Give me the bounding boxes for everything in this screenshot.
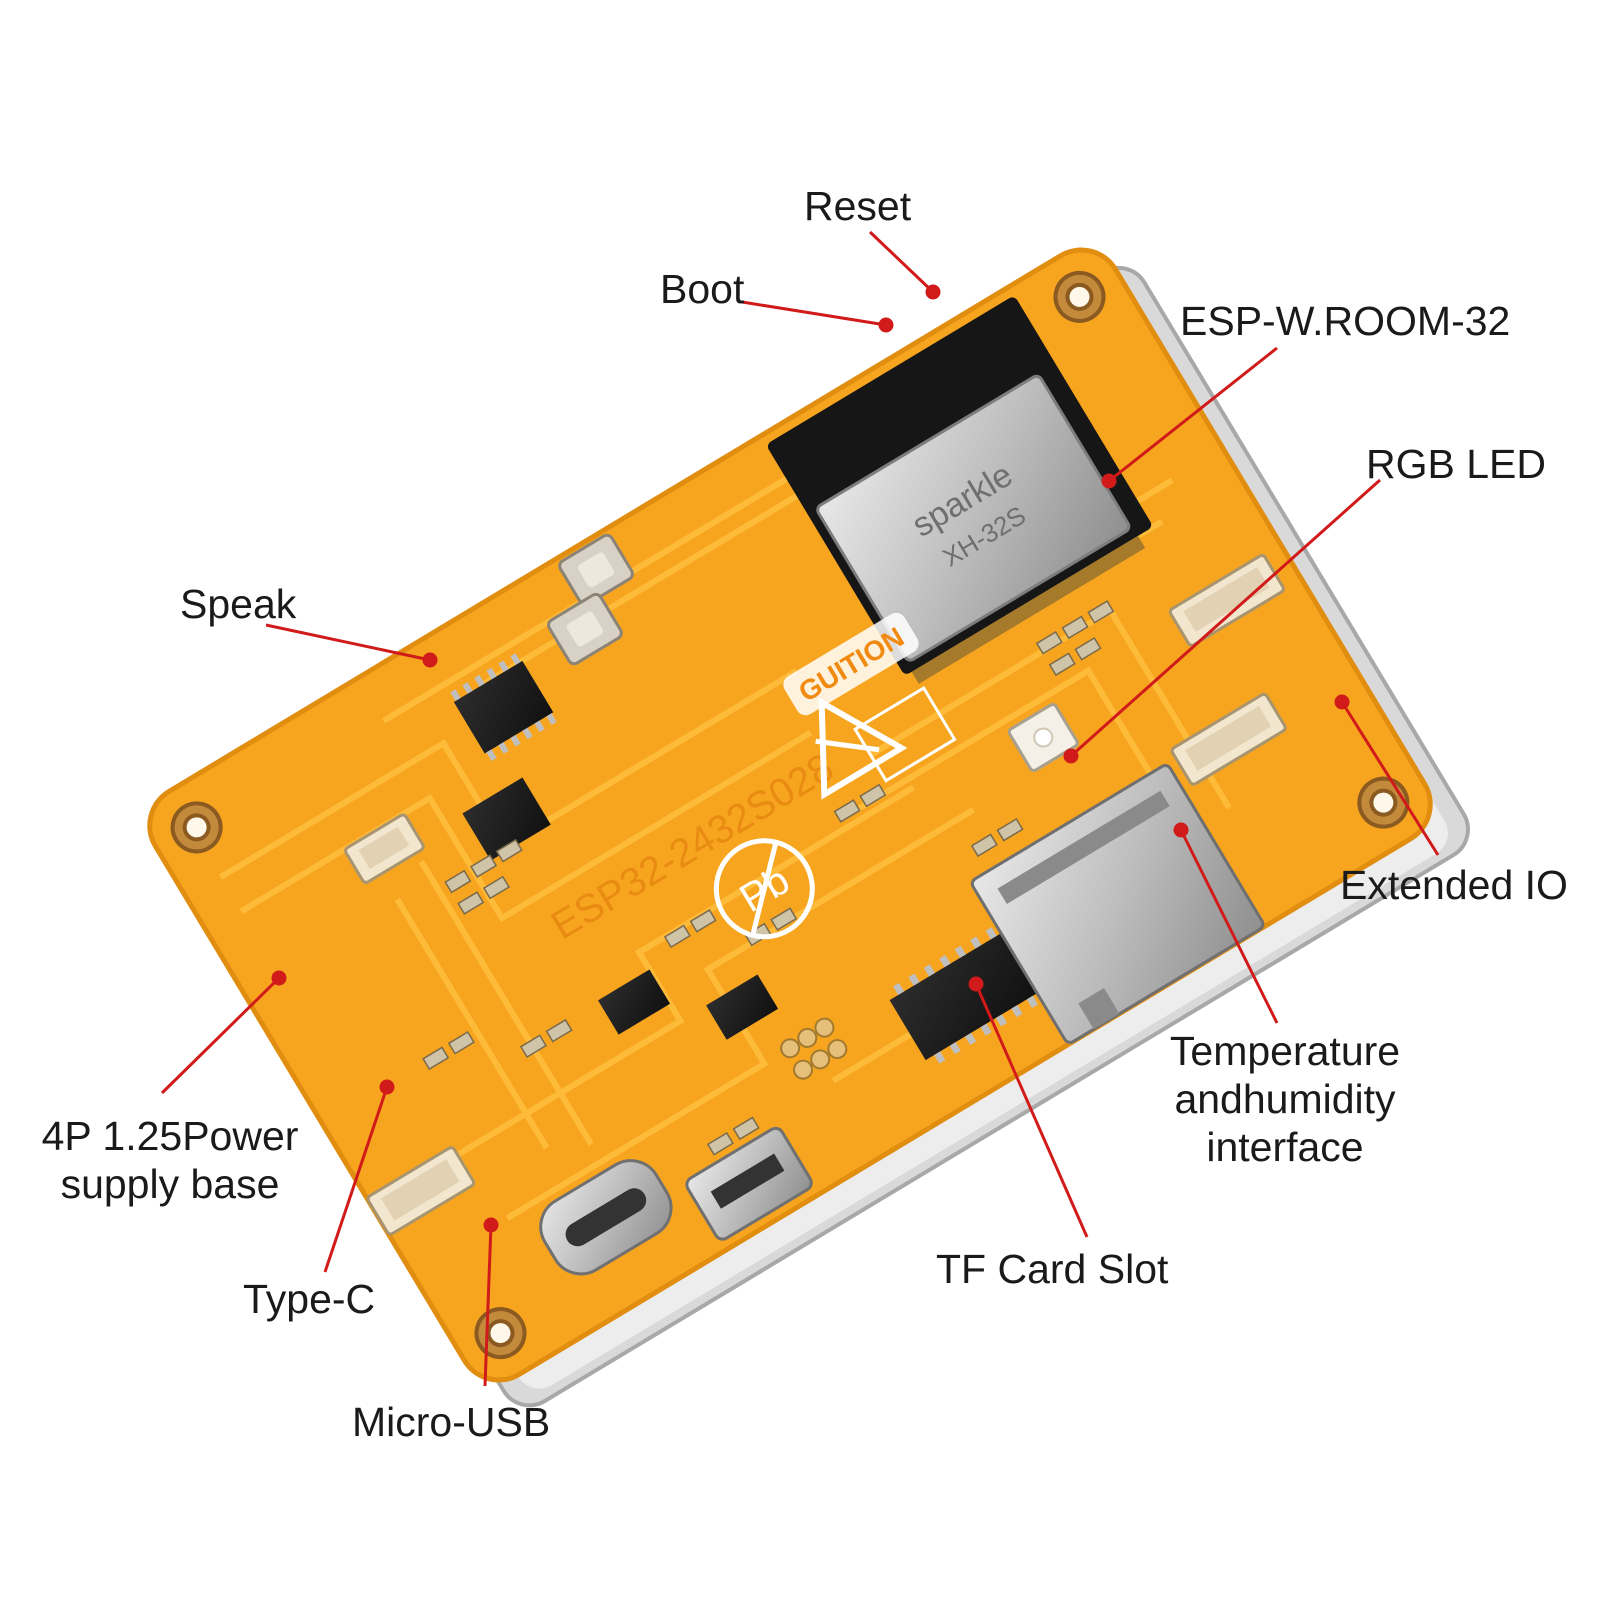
- label-esp-module: ESP-W.ROOM-32: [1180, 298, 1511, 344]
- label-temp-humidity: Temperature andhumidity interface: [1140, 1027, 1430, 1171]
- label-temp-humidity-line1: Temperature: [1169, 1028, 1401, 1074]
- temp-humidity-connector[interactable]: [1170, 692, 1287, 786]
- leader-lines: [160, 230, 1440, 1387]
- type-c-connector[interactable]: [530, 1150, 683, 1286]
- label-extended-io: Extended IO: [1340, 862, 1568, 908]
- rgb-led: [1007, 703, 1079, 772]
- ic-u5-bottom: [889, 927, 1038, 1064]
- mounting-holes: [170, 270, 1410, 1360]
- boot-button[interactable]: [546, 592, 623, 666]
- reset-button[interactable]: [557, 533, 634, 607]
- label-temp-humidity-line3: interface: [1206, 1124, 1364, 1170]
- ic-u3: [450, 653, 557, 761]
- label-tf-card: TF Card Slot: [936, 1246, 1169, 1292]
- label-type-c: Type-C: [243, 1276, 376, 1322]
- tf-card-slot[interactable]: [970, 763, 1265, 1044]
- speak-connector[interactable]: [344, 813, 425, 884]
- regulator-u7: [598, 969, 671, 1035]
- ic-u5-top: [462, 777, 551, 861]
- test-pads: [780, 1017, 848, 1080]
- passive-components: [422, 600, 1115, 1156]
- label-boot: Boot: [660, 266, 745, 312]
- label-speak: Speak: [180, 581, 297, 627]
- esp32-module: sparkle XH-32S: [767, 297, 1152, 684]
- label-power-base-line1: 4P 1.25Power: [41, 1113, 299, 1159]
- label-temp-humidity-line2: andhumidity: [1174, 1076, 1396, 1122]
- label-reset: Reset: [804, 183, 912, 229]
- regulator-u1: [706, 974, 779, 1040]
- label-power-base: 4P 1.25Power supply base: [20, 1112, 320, 1208]
- label-micro-usb: Micro-USB: [352, 1399, 551, 1445]
- power-supply-connector[interactable]: [366, 1146, 476, 1236]
- label-rgb-led: RGB LED: [1366, 441, 1546, 487]
- extended-io-connector[interactable]: [1168, 554, 1285, 647]
- u4-outline: [853, 685, 957, 783]
- micro-usb-connector[interactable]: [684, 1125, 814, 1242]
- label-power-base-line2: supply base: [60, 1161, 280, 1207]
